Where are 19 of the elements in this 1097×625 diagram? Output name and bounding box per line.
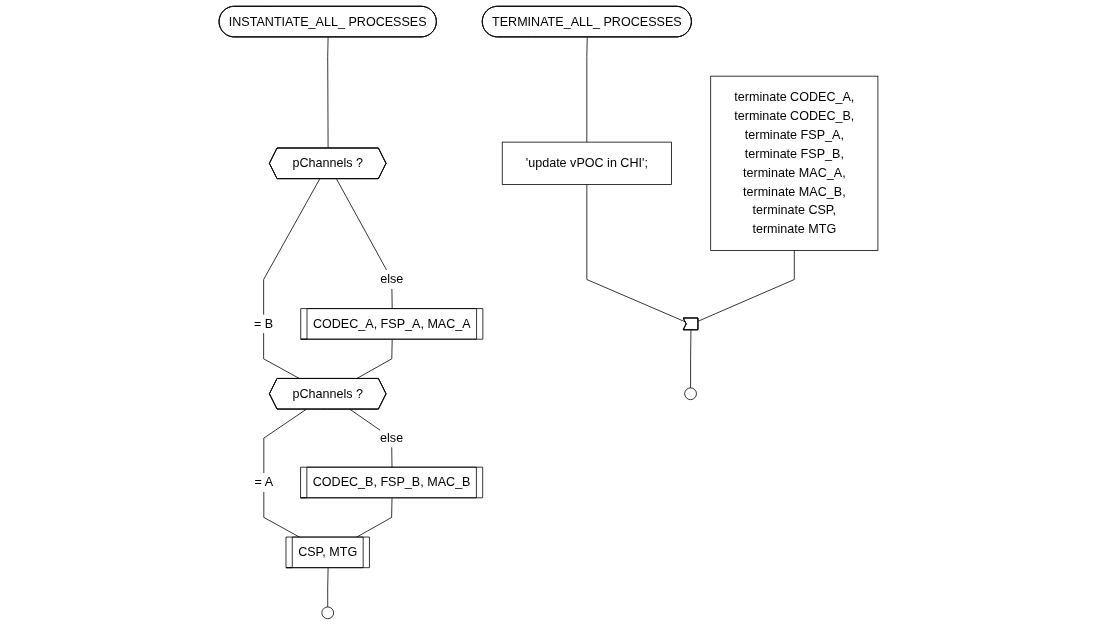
connector	[355, 497, 393, 538]
edge-label: else	[380, 272, 404, 286]
node-box: 'update vPOC in CHI';	[501, 141, 672, 185]
connector	[336, 178, 393, 310]
connector	[263, 409, 307, 538]
edge-label: = A	[254, 475, 274, 489]
edge-label: else	[380, 431, 404, 445]
connector	[263, 178, 321, 380]
connector	[327, 567, 329, 608]
node-box: terminate CODEC_A, terminate CODEC_B, terminate FSP_A, terminate FSP_B, terminate MAC_A, terminate MAC_B, terminate CSP, terminate MTG	[710, 75, 879, 251]
connector	[349, 409, 393, 468]
node-circle	[321, 606, 334, 620]
node-circle	[684, 387, 697, 401]
connector	[690, 329, 692, 389]
connector	[586, 184, 686, 323]
connector	[327, 36, 329, 149]
edge-label: = B	[254, 316, 274, 331]
connector	[697, 250, 795, 322]
connector	[586, 36, 588, 143]
